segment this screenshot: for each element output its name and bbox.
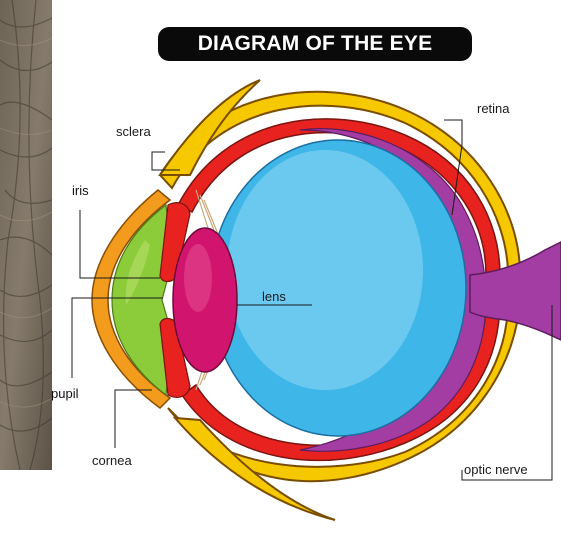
leader-cornea: [115, 390, 152, 448]
label-iris: iris: [72, 183, 89, 198]
label-lens: lens: [262, 289, 286, 304]
label-pupil: pupil: [51, 386, 78, 401]
label-cornea: cornea: [92, 453, 132, 468]
label-retina: retina: [477, 101, 510, 116]
label-optic-nerve: optic nerve: [464, 462, 528, 477]
label-sclera: sclera: [116, 124, 151, 139]
vitreous-highlight: [227, 150, 423, 390]
eyelid-top: [160, 80, 260, 175]
lens-highlight: [184, 244, 212, 312]
